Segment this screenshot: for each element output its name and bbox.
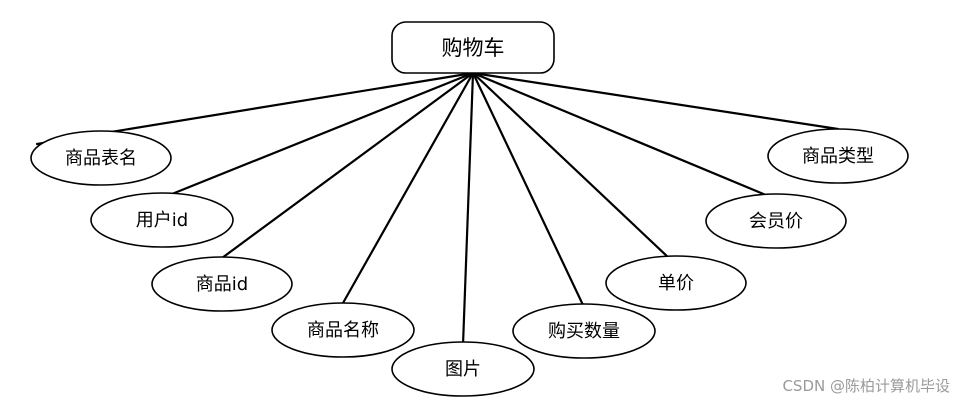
attribute-ellipse — [151, 256, 293, 312]
attribute-label: 商品id — [196, 274, 248, 295]
attribute-label: 用户id — [136, 210, 188, 231]
connector-goods-id — [220, 71, 475, 260]
attribute-ellipse — [391, 341, 535, 397]
attribute-ellipse — [90, 192, 234, 248]
attribute-purchase-quantity: 购买数量 — [512, 303, 656, 359]
attribute-label: 会员价 — [749, 211, 803, 232]
connector-member-price — [471, 71, 775, 200]
attribute-goods-table-name: 商品表名 — [30, 130, 172, 186]
attribute-ellipse — [767, 128, 909, 184]
entity-box — [391, 21, 555, 74]
connector-image — [461, 71, 475, 347]
connector-lines — [35, 71, 840, 347]
attribute-label: 商品类型 — [802, 146, 874, 167]
attribute-label: 单价 — [658, 273, 694, 294]
attribute-goods-name: 商品名称 — [271, 302, 415, 358]
attribute-label: 图片 — [445, 359, 481, 380]
attribute-label: 商品表名 — [65, 148, 137, 169]
attribute-user-id: 用户id — [90, 192, 234, 248]
attribute-image: 图片 — [391, 341, 535, 397]
attribute-ellipse — [30, 130, 172, 186]
attribute-ellipse — [605, 255, 747, 311]
attribute-member-price: 会员价 — [705, 193, 847, 249]
connector-goods-name — [341, 71, 475, 305]
attribute-goods-id: 商品id — [151, 256, 293, 312]
watermark-text: CSDN @陈柏计算机毕设 — [782, 377, 950, 395]
attribute-label: 购买数量 — [548, 321, 620, 342]
attribute-unit-price: 单价 — [605, 255, 747, 311]
connector-goods-type — [471, 71, 840, 131]
connector-purchase-quantity — [471, 71, 585, 307]
attribute-ellipse — [512, 303, 656, 359]
attribute-label: 商品名称 — [307, 320, 379, 341]
connector-unit-price — [471, 71, 672, 261]
attribute-ellipse — [705, 193, 847, 249]
attribute-ellipse — [271, 302, 415, 358]
connector-user-id — [160, 71, 475, 200]
attribute-goods-type: 商品类型 — [767, 128, 909, 184]
entity-label: 购物车 — [442, 36, 505, 60]
entity-shopping-cart: 购物车 — [391, 21, 555, 74]
